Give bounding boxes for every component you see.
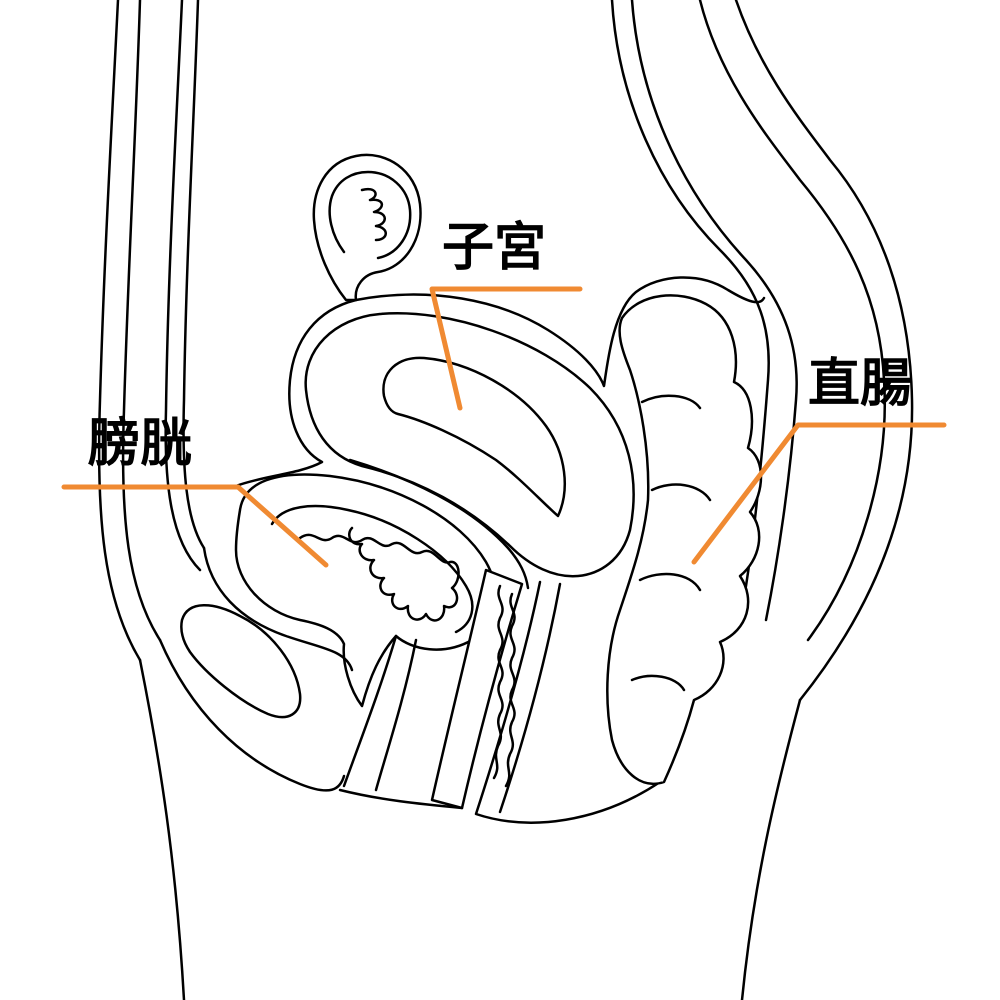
pelvic-floor	[158, 546, 354, 792]
uterus-leader-line	[429, 286, 583, 411]
pubic-bone	[180, 604, 302, 719]
rectum	[606, 294, 763, 785]
perineal-body	[474, 580, 662, 824]
bladder-leader-line	[61, 484, 329, 568]
bladder-label: 膀胱	[88, 414, 193, 474]
uterus	[304, 312, 635, 590]
body-silhouette	[138, 658, 802, 1000]
abdominal-wall	[97, 0, 206, 662]
back-wall	[610, 0, 914, 702]
vagina	[338, 568, 524, 810]
ovary	[312, 153, 422, 302]
rectum-label: 直腸	[808, 354, 913, 414]
leader-lines	[61, 286, 947, 568]
uterus-label: 子宮	[442, 218, 547, 278]
bladder	[234, 473, 498, 708]
rectum-leader-line	[691, 422, 947, 565]
peritoneum	[234, 276, 766, 488]
urethra	[342, 634, 418, 792]
